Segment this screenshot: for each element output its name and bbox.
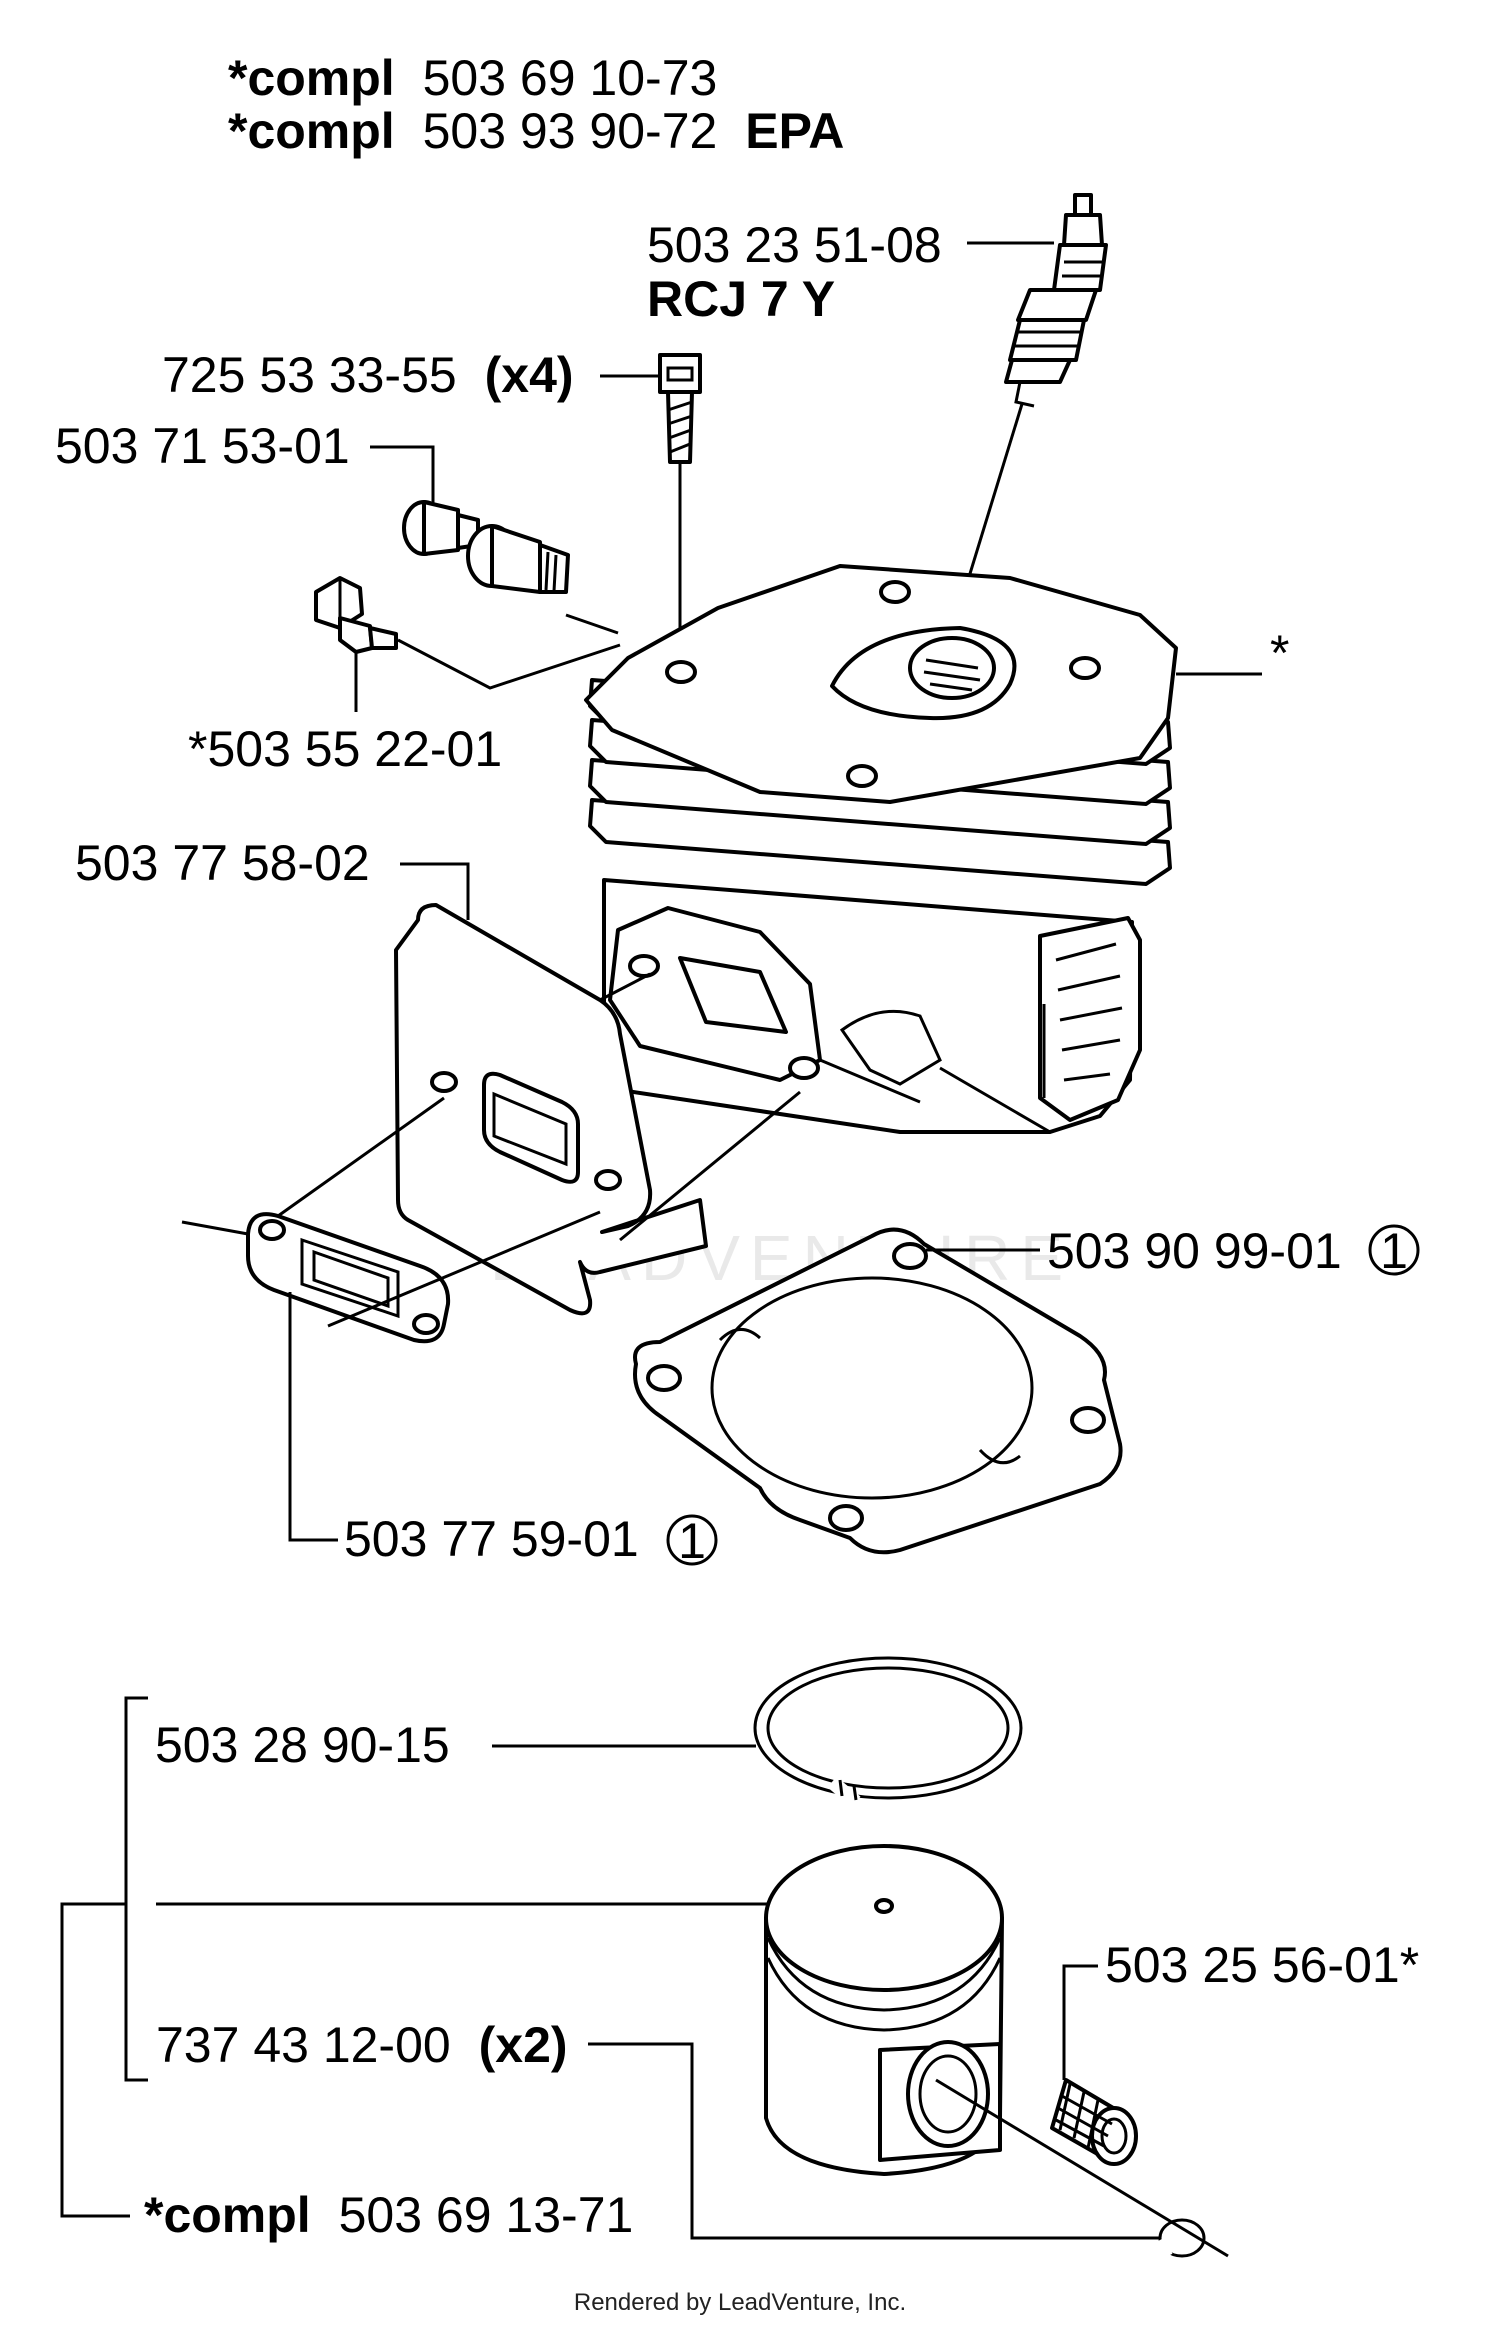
cylinder-gasket-drawing: [633, 1227, 1123, 1555]
needle-bearing-leader: [1062, 1964, 1098, 2080]
exhaust-gasket-leader-3: [327, 1210, 601, 1328]
spark-plug-type: RCJ 7 Y: [647, 271, 835, 327]
decompression-valve-leader-2: [565, 613, 619, 635]
plug-number: *503 55 22-01: [188, 721, 502, 777]
exhaust-gasket-note: 1: [678, 1513, 706, 1569]
footer-credit: Rendered by LeadVenture, Inc.: [574, 2289, 906, 2316]
piston-group-bracket: [124, 1696, 148, 2082]
piston-kit-label: *compl 503 69 13-71: [144, 2187, 633, 2243]
cylinder-gasket-note-circle: [1368, 1224, 1420, 1276]
screw-number: 725 53 33-55: [162, 347, 457, 403]
header-2-prefix: *compl: [228, 103, 395, 159]
needle-bearing-drawing: [1050, 2078, 1138, 2166]
piston-pin-axis: [935, 2078, 1229, 2258]
header-2-number: 503 93 90-72: [423, 103, 718, 159]
exhaust-gasket-number: 503 77 59-01: [344, 1511, 639, 1567]
heat-shield-leader-3: [619, 1090, 801, 1242]
screw-drawing: [658, 353, 702, 464]
exhaust-gasket-label: 503 77 59-01: [344, 1511, 639, 1567]
screw-qty: (x4): [485, 347, 574, 403]
exhaust-gasket-note-circle: [666, 1514, 718, 1566]
cylinder-number: *: [1270, 625, 1289, 681]
plug-leader-2: [397, 638, 621, 690]
circlip-qty: (x2): [479, 2017, 568, 2073]
piston-ring-drawing: [753, 1656, 1023, 1808]
circlip-label: 737 43 12-00 (x2): [156, 2017, 568, 2073]
decompression-valve-leader: [370, 445, 435, 505]
header-line-2: *compl 503 93 90-72 EPA: [228, 103, 844, 159]
spark-plug-drawing: [1004, 193, 1108, 408]
heat-shield-number: 503 77 58-02: [75, 835, 370, 891]
spark-plug-number: 503 23 51-08: [647, 217, 942, 273]
header-line-1: *compl 503 69 10-73: [228, 50, 717, 106]
circlip-number: 737 43 12-00: [156, 2017, 451, 2073]
header-1-prefix: *compl: [228, 50, 395, 106]
cylinder-gasket-label: 503 90 99-01: [1047, 1223, 1342, 1279]
decompression-valve-number: 503 71 53-01: [55, 418, 350, 474]
needle-bearing-number: 503 25 56-01*: [1105, 1937, 1419, 1993]
piston-kit-bracket: [60, 1902, 130, 2218]
decompression-valve-drawing: [402, 500, 570, 594]
cylinder-gasket-note: 1: [1380, 1223, 1408, 1279]
exhaust-gasket-leader-2: [181, 1220, 249, 1236]
header-1-number: 503 69 10-73: [423, 50, 718, 106]
piston-kit-number: 503 69 13-71: [339, 2187, 634, 2243]
exhaust-gasket-leader: [288, 1292, 338, 1542]
header-2-suffix: EPA: [745, 103, 844, 159]
cylinder-drawing: [584, 564, 1178, 1134]
plug-drawing: [314, 576, 398, 654]
piston-kit-prefix: *compl: [144, 2187, 311, 2243]
screw-label: 725 53 33-55 (x4): [162, 347, 574, 403]
exhaust-gasket-leader-4: [277, 1096, 445, 1218]
piston-ring-number: 503 28 90-15: [155, 1717, 450, 1773]
heat-shield-leader-2: [599, 972, 651, 1002]
heat-shield-leader: [400, 862, 470, 920]
cylinder-gasket-number: 503 90 99-01: [1047, 1223, 1342, 1279]
circlip-leader: [588, 2042, 1160, 2240]
exhaust-gasket-drawing: [246, 1212, 451, 1344]
piston-drawing: [764, 1844, 1004, 2176]
